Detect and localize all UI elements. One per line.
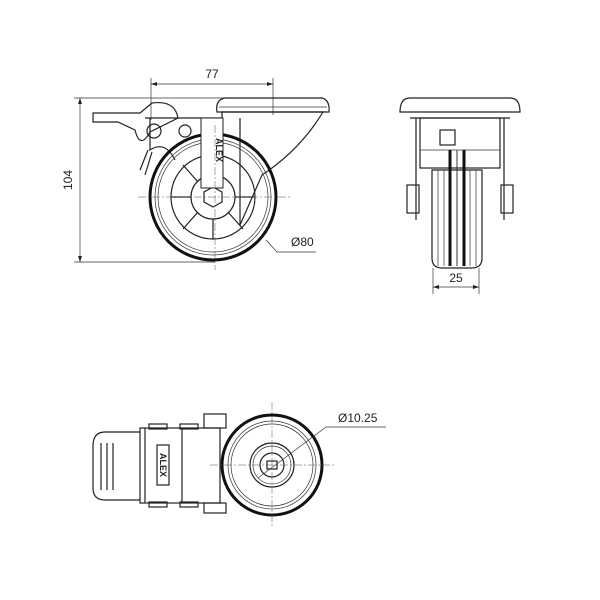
width-dimension-label: 77	[205, 67, 219, 81]
dimension-bore-diameter: Ø10.25	[257, 411, 386, 479]
side-view: 77 104	[61, 67, 330, 270]
dimension-wheel-width: 25	[432, 268, 480, 294]
brand-label-top: ALEX	[158, 453, 168, 477]
wheel-diameter-label: Ø80	[291, 235, 314, 249]
front-view: 25	[399, 97, 521, 294]
top-view: ALEX Ø10.25	[92, 402, 386, 528]
wheel-width-label: 25	[449, 271, 463, 285]
height-dimension-label: 104	[61, 170, 75, 190]
dimension-height: 104	[61, 97, 225, 263]
dimension-width: 77	[150, 67, 274, 120]
bore-diameter-label: Ø10.25	[338, 411, 378, 425]
brand-label-side: ALEX	[214, 138, 224, 162]
dimension-wheel-diameter: Ø80	[265, 235, 316, 253]
